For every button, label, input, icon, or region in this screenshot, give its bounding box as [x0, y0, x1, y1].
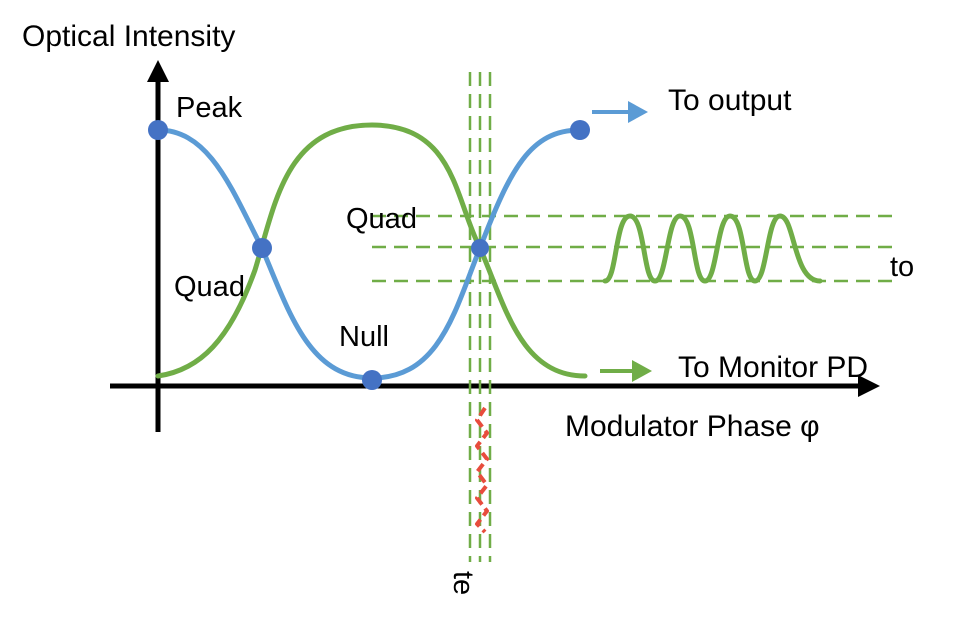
to-label: to [890, 251, 914, 283]
quad-label-left: Quad [174, 271, 245, 303]
to-monitor-label: To Monitor PD [678, 351, 868, 384]
null-point [362, 370, 382, 390]
x-axis-label: Modulator Phase φ [565, 410, 820, 443]
peak-point [148, 120, 168, 140]
end-point [570, 120, 590, 140]
dither-zigzag [475, 406, 489, 534]
x-axis [110, 375, 880, 397]
dither-vertical-lines [468, 72, 492, 562]
to-output-arrow [592, 101, 648, 123]
output-signal-wave [602, 213, 823, 284]
monitor-transfer-curve [155, 122, 588, 379]
peak-label: Peak [176, 92, 243, 124]
y-axis-label: Optical Intensity [22, 20, 235, 53]
to-output-label: To output [668, 84, 792, 117]
quad-point-right [471, 239, 489, 257]
quad-label-right: Quad [346, 203, 417, 235]
quad-level-lines [372, 214, 892, 283]
te-label: te [447, 571, 479, 595]
null-label: Null [339, 321, 389, 353]
quad-point-left [252, 238, 272, 258]
to-monitor-arrow [600, 360, 652, 382]
